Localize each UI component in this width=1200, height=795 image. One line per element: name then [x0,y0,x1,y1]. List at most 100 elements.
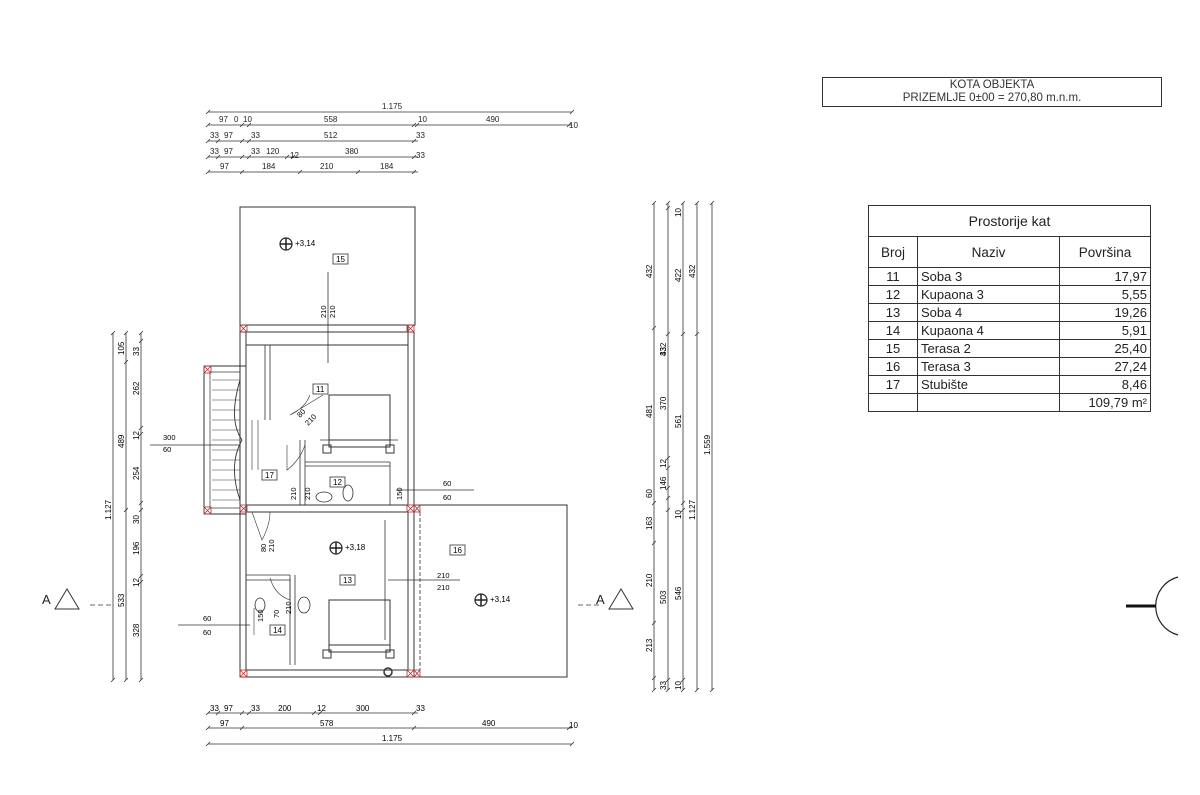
svg-text:14: 14 [273,626,282,635]
orientation-symbol-icon [1126,576,1179,636]
svg-text:481: 481 [645,404,654,418]
right-dimension-chains [651,200,715,693]
dim-top: 12 [290,151,299,160]
dim-top: 184 [262,162,276,171]
bathroom-fixtures [254,484,393,677]
opening-label: 60 [443,493,451,502]
dim-top: 0 [234,115,239,124]
section-mark-left: A [42,588,80,610]
opening-labels: 300 60 210 210 80 210 60 60 150 210 210 … [150,305,474,637]
svg-text:254: 254 [132,466,141,480]
svg-text:30: 30 [132,515,141,524]
elevation-title: KOTA OBJEKTA [949,79,1035,91]
svg-text:561: 561 [674,414,683,428]
table-row: 15 Terasa 2 25,40 [868,339,1151,358]
bottom-dimension-labels: 33 97 33 200 12 300 33 97 578 490 10 1.1… [210,704,578,743]
table-row: 13 Soba 4 19,26 [868,303,1151,322]
svg-text:196: 196 [132,541,141,555]
total-area: 109,79 m² [1059,393,1151,412]
svg-text:33: 33 [132,347,141,356]
svg-text:200: 200 [278,704,292,713]
svg-text:546: 546 [674,586,683,600]
svg-text:105: 105 [117,341,126,355]
opening-label: 210 [328,305,337,318]
svg-text:+3,18: +3,18 [345,543,366,552]
opening-label: 60 [203,614,211,623]
opening-label: 210 [289,487,298,500]
dim-top: 97 [219,115,228,124]
svg-text:146: 146 [659,476,668,490]
table-row: 12 Kupaona 3 5,55 [868,285,1151,304]
svg-text:12: 12 [659,459,668,468]
svg-text:262: 262 [132,381,141,395]
dim-top: 33 [210,147,219,156]
level-marker: +3,14 [474,593,511,607]
svg-text:490: 490 [482,719,496,728]
svg-text:+3,14: +3,14 [490,595,511,604]
svg-text:300: 300 [356,704,370,713]
svg-text:10: 10 [674,208,683,217]
dim-top: 33 [416,151,425,160]
elevation-value: PRIZEMLJE 0±00 = 270,80 m.n.m. [902,92,1082,104]
svg-text:12: 12 [132,431,141,440]
left-dimension-chains [110,330,144,683]
section-lines [90,272,600,640]
svg-text:10: 10 [674,510,683,519]
room-tag-12: 12 [329,476,346,488]
column-header-area: Površina [1059,236,1151,268]
svg-text:33: 33 [210,704,219,713]
walls [203,206,568,678]
bottom-dimension-chains [205,710,575,747]
svg-text:17: 17 [265,471,274,480]
dim-top: 10 [418,115,427,124]
svg-text:533: 533 [117,593,126,607]
room-tag-15: 15 [332,253,349,265]
column-header-number: Broj [868,236,918,268]
opening-label: 210 [437,583,450,592]
room-tag-11: 11 [312,383,329,395]
svg-text:15: 15 [336,255,345,264]
dim-top: 184 [380,162,394,171]
svg-text:+3,14: +3,14 [295,239,316,248]
svg-text:489: 489 [117,434,126,448]
svg-text:578: 578 [320,719,334,728]
svg-text:33: 33 [416,704,425,713]
table-row: 14 Kupaona 4 5,91 [868,321,1151,340]
svg-text:213: 213 [645,638,654,652]
dim-top: 10 [243,115,252,124]
svg-text:432: 432 [688,264,697,278]
dim-top: 558 [324,115,338,124]
table-title: Prostorije kat [868,205,1151,237]
svg-text:33: 33 [659,681,668,690]
opening-label: 80 [259,544,268,552]
svg-text:10: 10 [569,721,578,730]
room-tag-17: 17 [261,469,278,481]
opening-label: 150 [395,487,404,500]
svg-text:1.127: 1.127 [104,499,113,520]
room-tag-14: 14 [269,624,286,636]
opening-label: 210 [319,305,328,318]
svg-text:1.127: 1.127 [688,499,697,520]
svg-text:370: 370 [659,396,668,410]
svg-text:A: A [42,592,51,607]
opening-label: 210 [437,571,450,580]
svg-text:12: 12 [317,704,326,713]
svg-text:432: 432 [645,264,654,278]
table-row: 16 Terasa 3 27,24 [868,357,1151,376]
level-marker: +3,18 [329,541,366,555]
svg-text:328: 328 [132,623,141,637]
dim-top: 10 [569,121,578,130]
svg-text:16: 16 [453,546,462,555]
dim-top: 33 [416,131,425,140]
svg-text:60: 60 [645,489,654,498]
dim-top: 380 [345,147,359,156]
svg-text:97: 97 [220,719,229,728]
room-tag-16: 16 [449,544,466,556]
room-area-table: Prostorije kat Broj Naziv Površina 11 So… [868,205,1151,412]
svg-text:10: 10 [674,681,683,690]
svg-text:432: 432 [659,342,668,356]
left-dimension-labels: 1.127 105 489 533 33 262 12 254 30 196 1… [104,341,141,637]
dim-top: 512 [324,131,338,140]
svg-text:12: 12 [333,478,342,487]
dim-top-total: 1.175 [382,102,403,111]
